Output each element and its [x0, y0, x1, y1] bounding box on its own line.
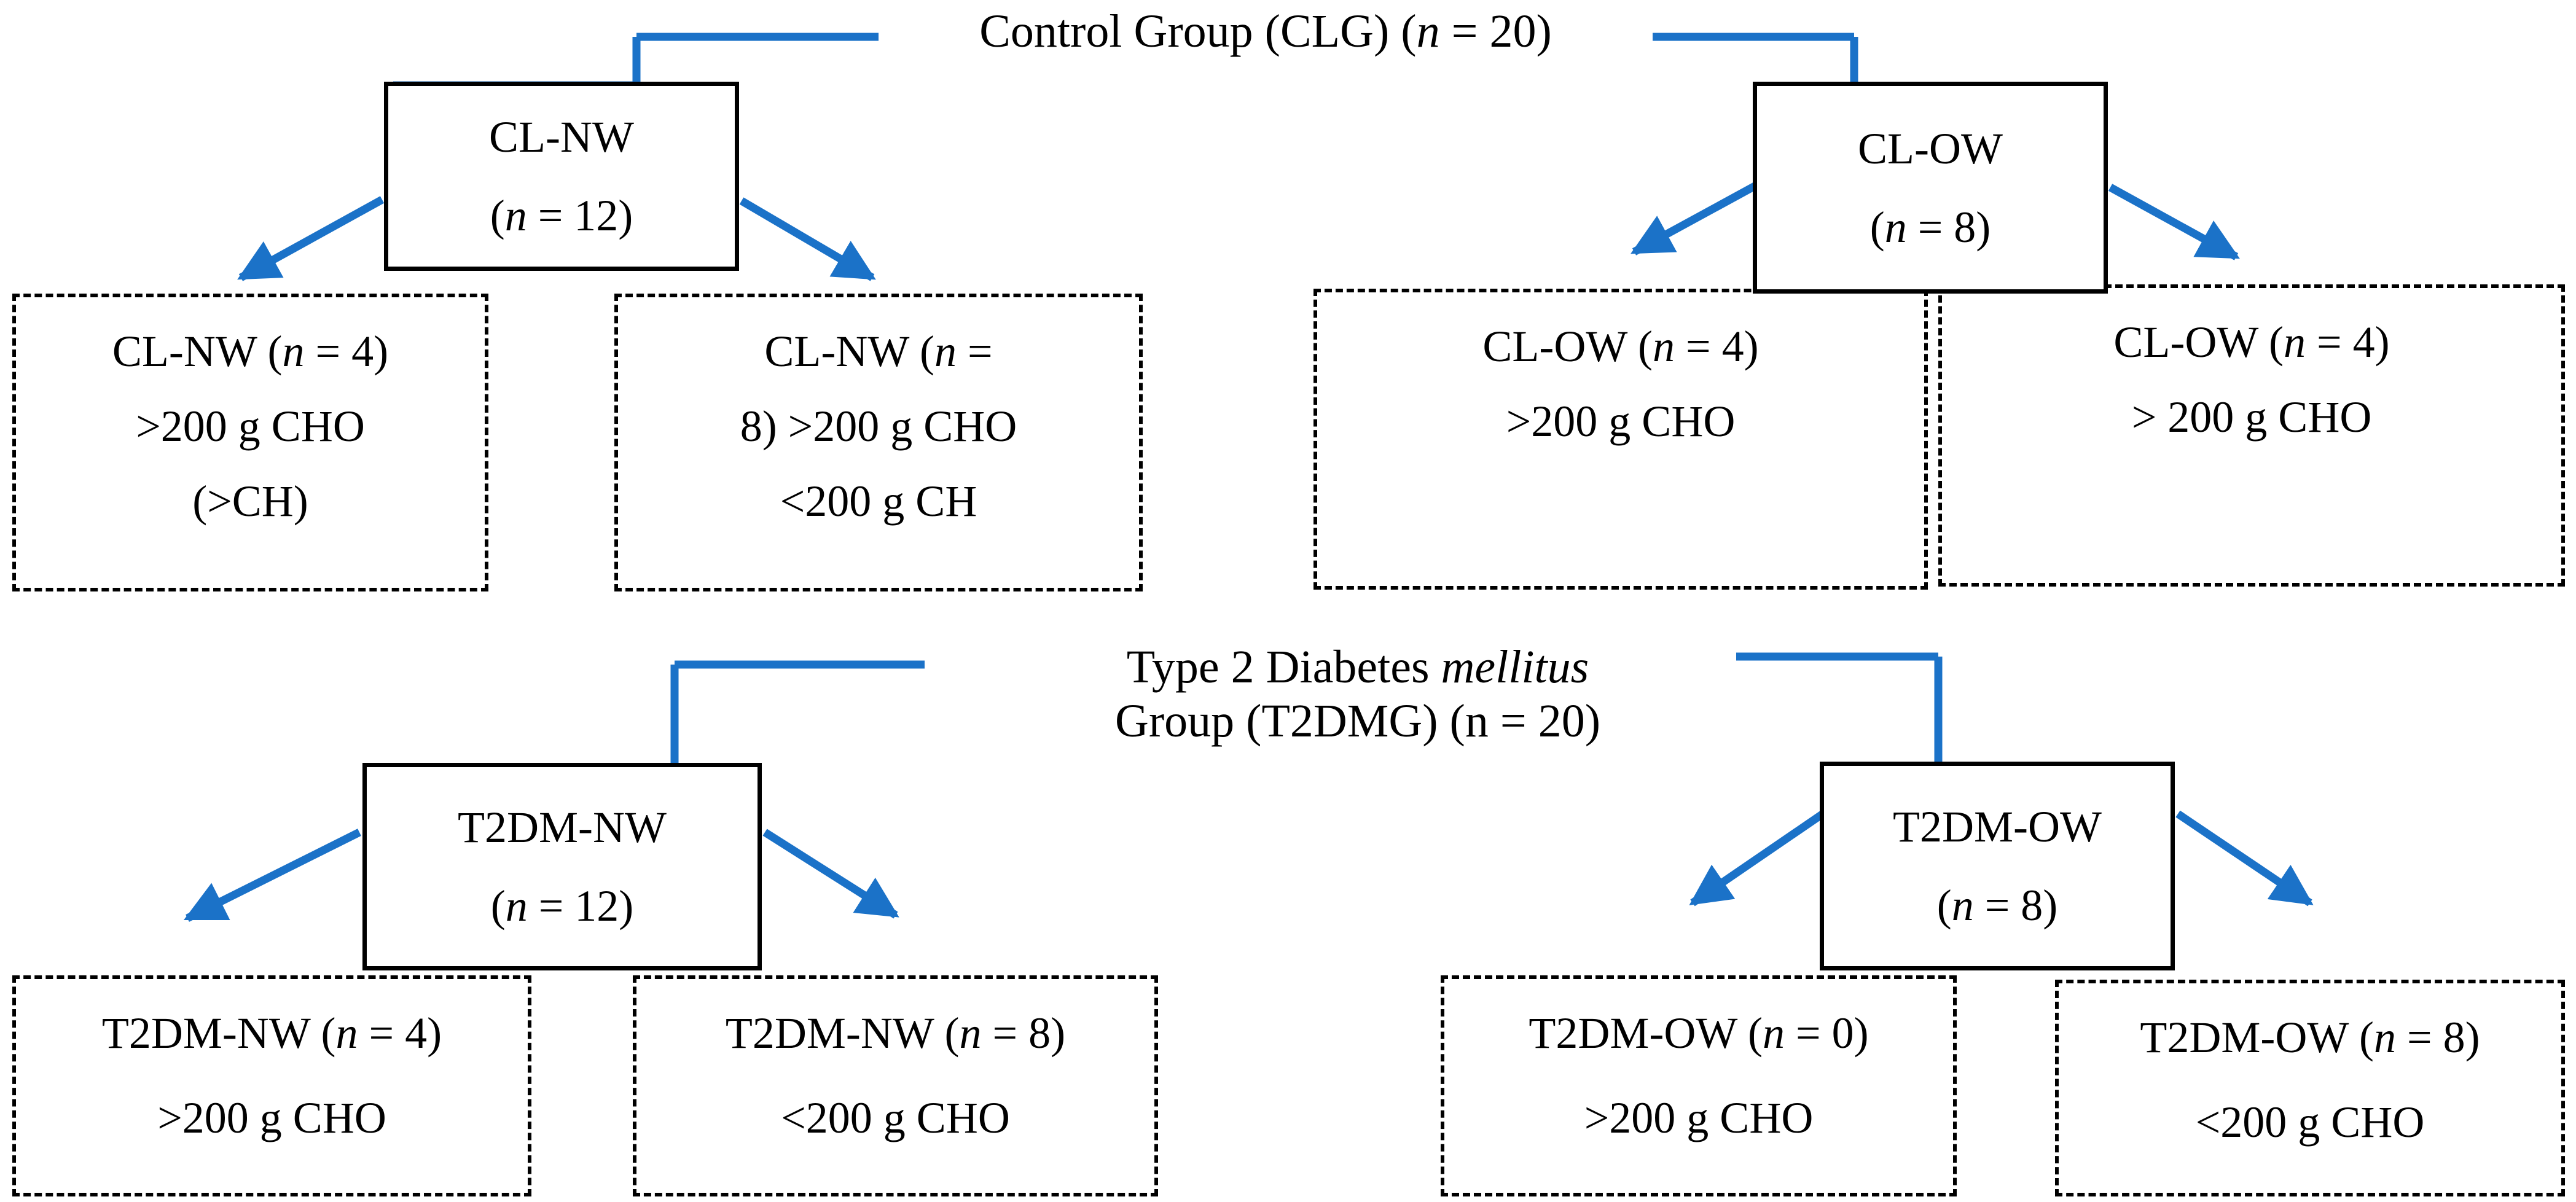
node-t2dm-nw-count: (n = 12) — [490, 881, 634, 931]
node-cl-ow[interactable]: CL-OW (n = 8) — [1753, 82, 2108, 294]
leaf-cl-nw-high-cho-line1: CL-NW (n = 4) — [112, 327, 389, 376]
group-title-control-italic-n: n — [1416, 6, 1440, 57]
arrow-t2dmnw-left — [183, 829, 361, 922]
leaf-cl-ow-right[interactable]: CL-OW (n = 4) > 200 g CHO — [1938, 284, 2565, 587]
arrow-t2dmnw-right — [762, 829, 899, 919]
node-t2dm-ow-label: T2DM-OW — [1893, 802, 2102, 851]
node-cl-nw[interactable]: CL-NW (n = 12) — [384, 82, 739, 271]
leaf-cl-ow-left[interactable]: CL-OW (n = 4) >200 g CHO — [1313, 289, 1928, 590]
node-t2dm-ow-count: (n = 8) — [1936, 881, 2058, 930]
group-title-control-prefix: Control Group (CLG) ( — [979, 6, 1417, 57]
leaf-cl-nw-low-cho-line1: CL-NW (n = — [764, 327, 993, 376]
leaf-cl-nw-low-cho-line3: <200 g CH — [780, 477, 977, 526]
connector-clg-right-spine — [1653, 33, 2083, 92]
arrow-t2dmow-left — [1689, 810, 1825, 907]
leaf-t2dm-ow-high-cho-line1: T2DM-OW (n = 0) — [1529, 1009, 1869, 1058]
arrow-clow-left — [1631, 182, 1758, 256]
node-cl-ow-label: CL-OW — [1858, 123, 2003, 173]
group-title-t2dm-line2: Group (T2DMG) (n = 20) — [1114, 695, 1601, 747]
leaf-cl-nw-high-cho[interactable]: CL-NW (n = 4) >200 g CHO (>CH) — [12, 294, 488, 591]
leaf-t2dm-ow-low-cho-line2: <200 g CHO — [2195, 1098, 2425, 1147]
leaf-cl-ow-right-line2: > 200 g CHO — [2131, 392, 2372, 442]
node-cl-ow-count: (n = 8) — [1869, 202, 1991, 252]
node-t2dm-nw-label: T2DM-NW — [458, 803, 667, 852]
node-cl-nw-count: (n = 12) — [490, 191, 633, 240]
group-title-t2dm-line1-italic: mellitus — [1441, 641, 1589, 693]
leaf-cl-nw-high-cho-line2: >200 g CHO — [136, 402, 365, 451]
group-title-t2dm-line1-prefix: Type 2 Diabetes — [1126, 641, 1441, 693]
arrow-clnw-right — [739, 197, 876, 281]
leaf-cl-nw-low-cho[interactable]: CL-NW (n = 8) >200 g CHO <200 g CH — [614, 294, 1143, 591]
connector-clg-left-spine — [393, 33, 879, 90]
leaf-cl-ow-left-line1: CL-OW (n = 4) — [1482, 322, 1759, 371]
group-title-t2dm: Type 2 Diabetes mellitus Group (T2DMG) (… — [983, 640, 1732, 748]
node-t2dm-nw[interactable]: T2DM-NW (n = 12) — [362, 763, 762, 970]
leaf-cl-nw-high-cho-line3: (>CH) — [192, 477, 308, 526]
group-title-control: Control Group (CLG) (n = 20) — [879, 4, 1653, 58]
node-t2dm-ow[interactable]: T2DM-OW (n = 8) — [1820, 762, 2175, 970]
connector-t2dmg-right-spine — [1736, 652, 2150, 770]
node-cl-nw-label: CL-NW — [489, 112, 634, 162]
leaf-cl-ow-right-line1: CL-OW (n = 4) — [2113, 318, 2390, 367]
leaf-cl-nw-low-cho-line2: 8) >200 g CHO — [740, 402, 1017, 451]
leaf-t2dm-nw-high-cho-line2: >200 g CHO — [157, 1093, 386, 1142]
group-title-t2dm-line1: Type 2 Diabetes mellitus — [983, 640, 1732, 694]
leaf-t2dm-nw-high-cho[interactable]: T2DM-NW (n = 4) >200 g CHO — [12, 975, 531, 1196]
leaf-t2dm-ow-high-cho-line2: >200 g CHO — [1584, 1093, 1814, 1142]
leaf-t2dm-ow-high-cho[interactable]: T2DM-OW (n = 0) >200 g CHO — [1441, 975, 1957, 1196]
leaf-t2dm-nw-high-cho-line1: T2DM-NW (n = 4) — [101, 1009, 442, 1058]
leaf-t2dm-nw-low-cho-line2: <200 g CHO — [781, 1093, 1010, 1142]
group-title-control-suffix: = 20) — [1439, 6, 1552, 57]
arrow-clnw-left — [237, 196, 385, 281]
leaf-t2dm-ow-low-cho-line1: T2DM-OW (n = 8) — [2140, 1013, 2480, 1062]
leaf-t2dm-ow-low-cho[interactable]: T2DM-OW (n = 8) <200 g CHO — [2055, 980, 2565, 1196]
leaf-t2dm-nw-low-cho-line1: T2DM-NW (n = 8) — [725, 1009, 1066, 1058]
leaf-cl-ow-left-line2: >200 g CHO — [1506, 397, 1736, 446]
arrow-clow-right — [2108, 184, 2240, 260]
leaf-t2dm-nw-low-cho[interactable]: T2DM-NW (n = 8) <200 g CHO — [633, 975, 1158, 1196]
arrow-t2dmow-right — [2175, 810, 2314, 907]
